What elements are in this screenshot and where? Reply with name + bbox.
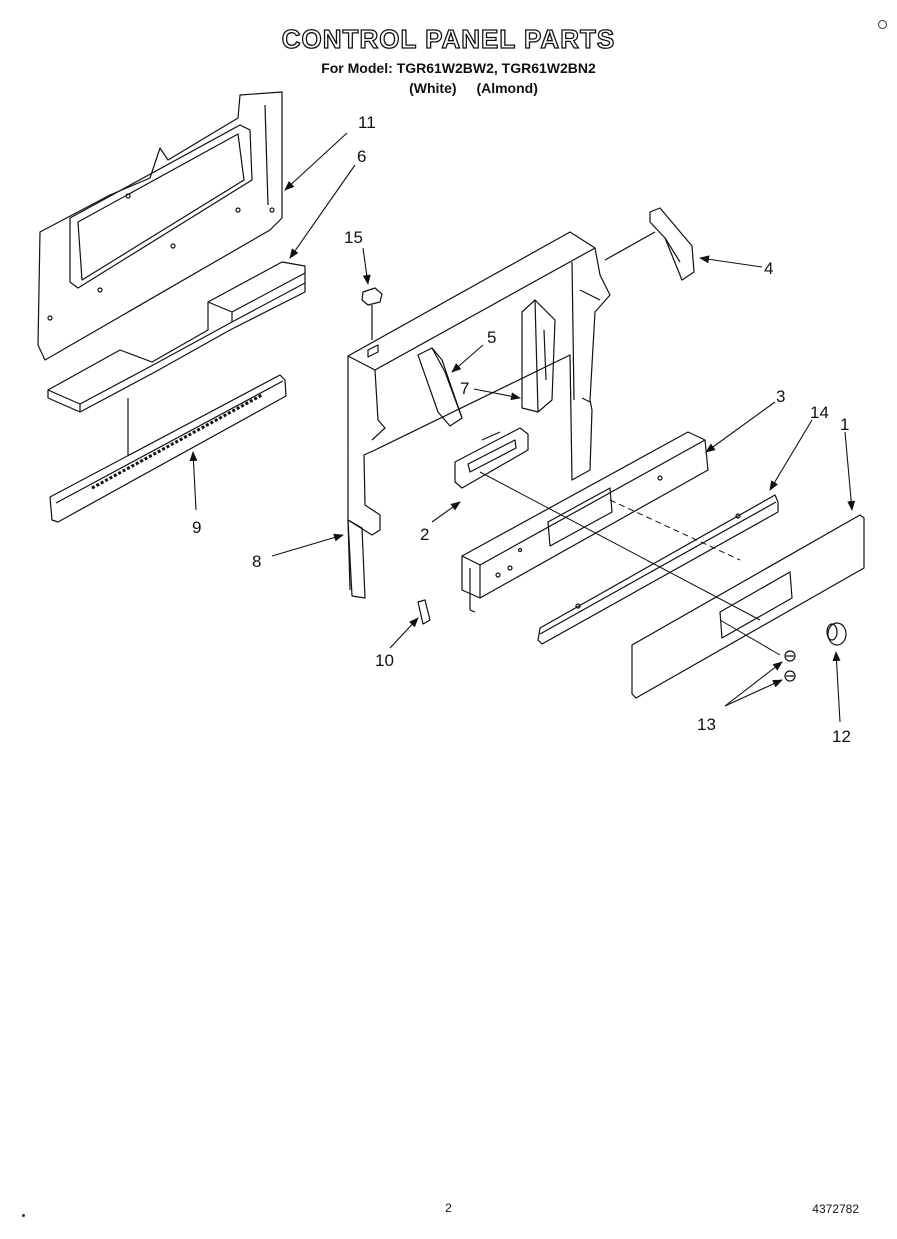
- callout-14: 14: [810, 403, 829, 422]
- callout-1: 1: [840, 415, 849, 434]
- part-9-vent-rail: [49, 374, 287, 523]
- callout-10: 10: [375, 651, 394, 670]
- part-11-shield: [37, 91, 283, 361]
- color-white-label: (White): [409, 80, 457, 96]
- callout-7: 7: [460, 379, 469, 398]
- callout-3: 3: [776, 387, 785, 406]
- part-2-bezel: [454, 427, 529, 489]
- part-7-support: [521, 299, 556, 413]
- callout-5: 5: [487, 328, 496, 347]
- part-6-channel: [47, 261, 306, 413]
- part-10-clip: [417, 599, 431, 625]
- color-line: (White) (Almond): [0, 80, 897, 96]
- leader-arrows: [189, 132, 856, 723]
- part-3-housing: [461, 431, 709, 613]
- part-14-trim-strip: [537, 494, 779, 645]
- page-number: 2: [445, 1201, 452, 1215]
- document-number: 4372782: [812, 1202, 859, 1216]
- control-panel-frame: [347, 231, 611, 536]
- part-12-knob: [826, 622, 847, 646]
- callout-2: 2: [420, 525, 429, 544]
- part-13-screws: [784, 650, 796, 682]
- color-almond-label: (Almond): [476, 80, 538, 96]
- corner-mark: [878, 20, 887, 29]
- callout-12: 12: [832, 727, 851, 746]
- callout-6: 6: [357, 147, 366, 166]
- part-15-clip: [361, 287, 383, 340]
- callout-13: 13: [697, 715, 716, 734]
- callout-15: 15: [344, 228, 363, 247]
- part-8-side-piece: [347, 519, 366, 599]
- part-4-end-trim: [604, 207, 695, 281]
- speck-mark: [22, 1214, 25, 1217]
- part-1-front-panel: [631, 514, 865, 699]
- alignment-lines: [479, 471, 781, 656]
- callout-4: 4: [764, 259, 773, 278]
- callout-9: 9: [192, 518, 201, 537]
- page-title: CONTROL PANEL PARTS: [281, 23, 616, 54]
- model-line: For Model: TGR61W2BW2, TGR61W2BN2: [321, 60, 596, 76]
- part-5-bracket: [417, 347, 463, 427]
- callout-8: 8: [252, 552, 261, 571]
- callout-11: 11: [358, 113, 376, 132]
